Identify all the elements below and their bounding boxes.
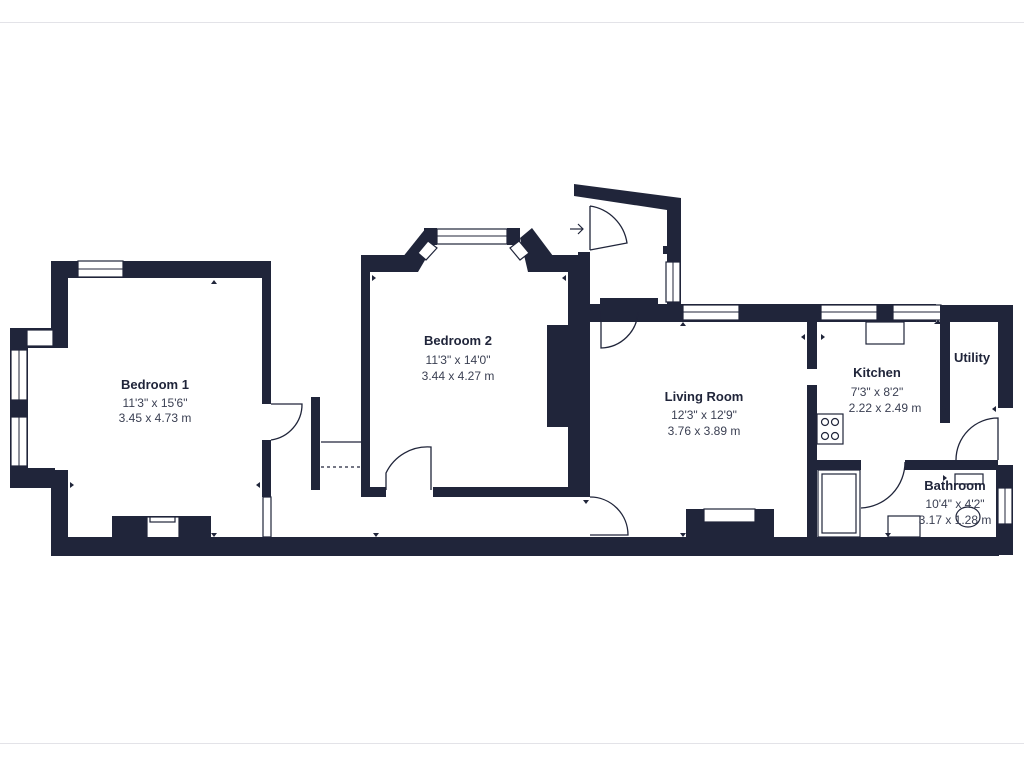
arrow-right-icon [570, 223, 584, 235]
kitchen-hob [816, 413, 844, 445]
toilet-cistern [954, 473, 984, 485]
utility-door-swing [955, 417, 999, 461]
room-label-bathroom: Bathroom 10'4" x 4'2" 3.17 x 1.28 m [919, 478, 992, 527]
room-size-metric: 3.76 x 3.89 m [668, 424, 741, 438]
dimension-ticks [70, 275, 996, 537]
plan-frame [0, 22, 1024, 744]
bedroom-2-walls [361, 228, 590, 497]
living-room-windows [682, 304, 942, 321]
bathroom-basin [887, 515, 921, 538]
room-size-metric: 3.45 x 4.73 m [119, 411, 192, 425]
room-name: Bedroom 2 [424, 333, 492, 348]
room-label-kitchen: Kitchen 7'3" x 8'2" 2.22 x 2.49 m [849, 365, 922, 415]
room-name: Utility [954, 350, 991, 365]
fireplace-insert [149, 516, 176, 523]
bathroom-door-swing [860, 461, 906, 509]
bedroom-1-windows [10, 260, 124, 467]
bedroom-1-door-swing [270, 403, 303, 441]
living-hall-door-swing [589, 496, 629, 536]
room-size-imperial: 10'4" x 4'2" [925, 497, 984, 511]
room-size-imperial: 12'3" x 12'9" [671, 408, 737, 422]
toilet-bowl [955, 506, 981, 528]
room-label-bedroom-1: Bedroom 1 11'3" x 15'6" 3.45 x 4.73 m [119, 377, 192, 425]
kitchen-sink [865, 321, 905, 345]
room-size-imperial: 11'3" x 14'0" [426, 353, 491, 367]
bedroom-2-door-swing [385, 446, 432, 490]
room-label-utility: Utility [954, 350, 991, 365]
room-name: Bathroom [924, 478, 985, 493]
bathtub-inner [821, 473, 857, 534]
room-label-bedroom-2: Bedroom 2 11'3" x 14'0" 3.44 x 4.27 m [422, 333, 495, 383]
room-size-imperial: 7'3" x 8'2" [851, 385, 903, 399]
hall-door-jamb [262, 496, 272, 538]
living-fireplace [703, 508, 756, 523]
room-name: Living Room [665, 389, 744, 404]
front-door-swing [589, 205, 628, 251]
room-size-metric: 3.44 x 4.27 m [422, 369, 495, 383]
room-size-metric: 3.17 x 1.28 m [919, 513, 992, 527]
room-name: Kitchen [853, 365, 901, 380]
room-name: Bedroom 1 [121, 377, 189, 392]
bedroom-2-windows [417, 228, 530, 261]
room-size-imperial: 11'3" x 15'6" [123, 396, 188, 410]
living-porch-door-swing [600, 311, 639, 349]
room-size-metric: 2.22 x 2.49 m [849, 401, 922, 415]
room-label-living-room: Living Room 12'3" x 12'9" 3.76 x 3.89 m [665, 389, 744, 438]
